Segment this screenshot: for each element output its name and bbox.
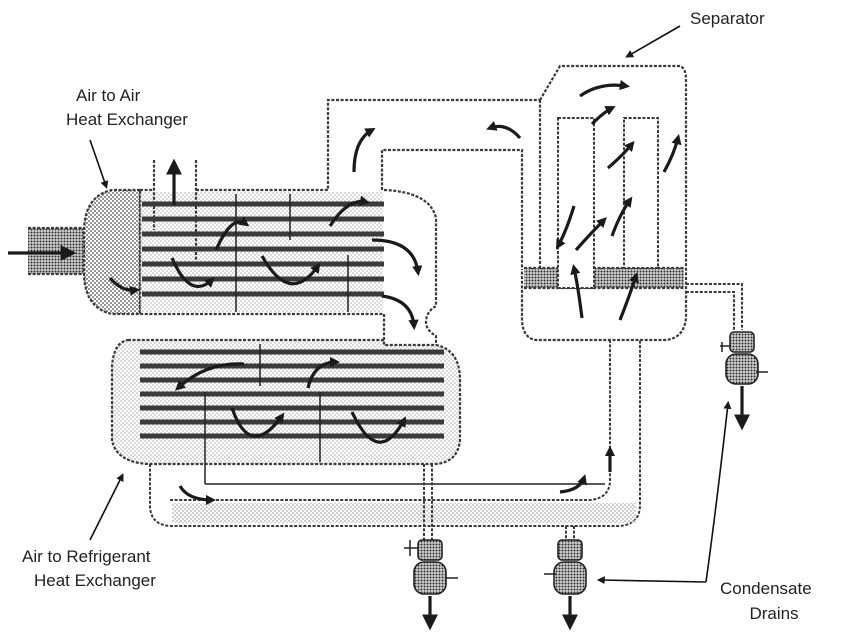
- separator-baffle-left: [557, 117, 595, 289]
- label-drains: Drains: [749, 604, 798, 623]
- drain-trap-middle: [544, 526, 587, 631]
- label-air-to-refrigerant-line2: Heat Exchanger: [34, 571, 156, 590]
- label-leader-arrows: [89, 25, 732, 585]
- label-air-to-refrigerant-line1: Air to Refrigerant: [22, 547, 151, 566]
- air-to-air-heat-exchanger: [28, 98, 540, 316]
- air-to-refrigerant-heat-exchanger: [110, 338, 605, 485]
- label-separator: Separator: [690, 9, 765, 28]
- label-air-to-air-line2: Heat Exchanger: [66, 110, 188, 129]
- label-condensate: Condensate: [720, 579, 812, 598]
- drain-trap-right: [720, 331, 768, 431]
- separator-baffle-right: [623, 117, 659, 269]
- inlet-duct: [28, 228, 90, 274]
- lower-shell: [110, 338, 462, 466]
- drain-trap-left: [404, 464, 458, 631]
- separator-vessel: [520, 64, 743, 342]
- inlet-header: [82, 188, 142, 316]
- separator-shell: [520, 64, 688, 342]
- airflow-arrows: [8, 80, 682, 506]
- label-air-to-air-line1: Air to Air: [76, 86, 141, 105]
- tube-bundle-lower: [140, 349, 444, 439]
